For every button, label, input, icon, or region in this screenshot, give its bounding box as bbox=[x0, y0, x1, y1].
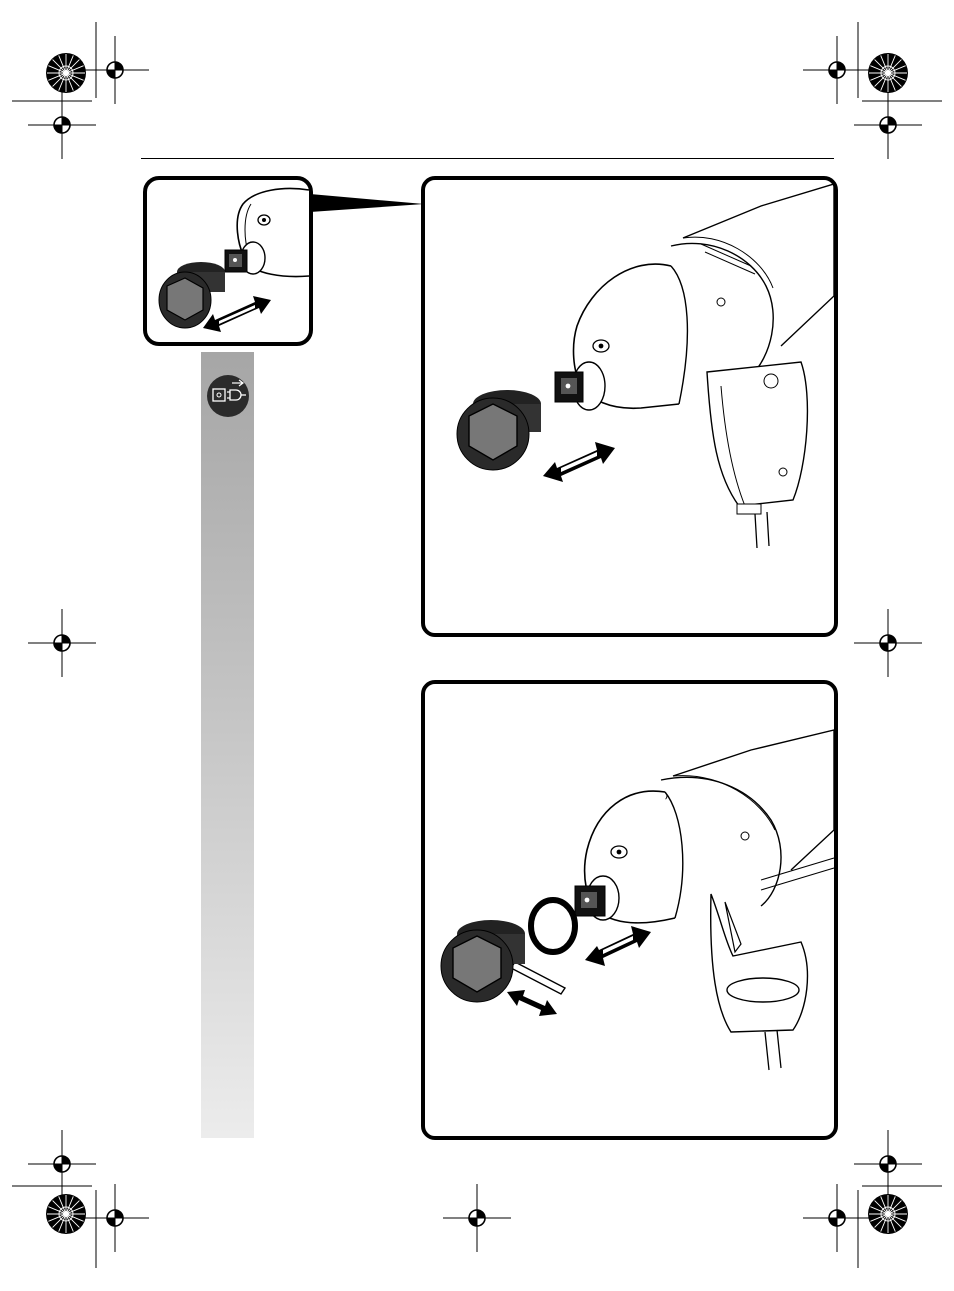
sidebar-band bbox=[201, 352, 254, 1138]
inset-illustration bbox=[143, 176, 313, 346]
registration-mark-icon bbox=[854, 609, 922, 677]
figure-mount-socket-with-pin-and-ring bbox=[421, 680, 838, 1140]
registration-mark-icon bbox=[81, 1184, 149, 1252]
registration-mark-icon bbox=[443, 1184, 511, 1252]
registration-mark-icon bbox=[854, 1130, 922, 1198]
double-arrow-icon bbox=[585, 926, 651, 966]
registration-mark-icon bbox=[803, 1184, 871, 1252]
color-wheel-icon bbox=[46, 1194, 86, 1234]
retaining-pin bbox=[511, 962, 565, 994]
double-arrow-icon bbox=[543, 442, 615, 482]
double-arrow-icon bbox=[507, 990, 557, 1016]
figure-mount-socket bbox=[421, 176, 838, 637]
color-wheel-icon bbox=[868, 1194, 908, 1234]
double-arrow-icon bbox=[203, 296, 271, 332]
registration-mark-icon bbox=[28, 609, 96, 677]
registration-mark-icon bbox=[28, 1130, 96, 1198]
o-ring bbox=[531, 900, 575, 952]
